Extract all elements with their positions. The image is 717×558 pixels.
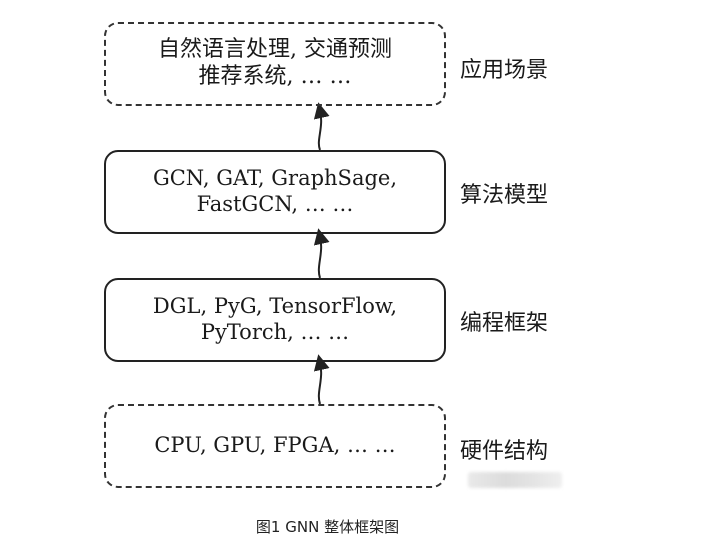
algorithm-line-2: FastGCN, … … [196, 192, 354, 216]
application-layer-label: 应用场景 [460, 58, 549, 83]
algorithm-line-1: GCN, GAT, GraphSage, [152, 166, 398, 191]
framework-layer-label: 编程框架 [460, 311, 549, 336]
algorithm-layer-box: GCN, GAT, GraphSage, FastGCN, … … [104, 150, 446, 234]
watermark-blur [468, 472, 562, 488]
hardware-line-1: CPU, GPU, FPGA, … … [154, 433, 396, 458]
framework-line-1: DGL, PyG, TensorFlow, [152, 294, 398, 319]
arrow-fw-to-algo [313, 228, 330, 279]
framework-line-2: PyTorch, … … [200, 320, 350, 344]
hardware-layer-box: CPU, GPU, FPGA, … … [104, 404, 446, 488]
arrow-algo-to-app [313, 102, 330, 151]
hardware-layer-label: 硬件结构 [460, 439, 549, 464]
framework-layer-box: DGL, PyG, TensorFlow, PyTorch, … … [104, 278, 446, 362]
arrow-hw-to-fw [313, 354, 330, 405]
application-layer-box: 自然语言处理, 交通预测 推荐系统, … … [104, 22, 446, 106]
figure-caption: 图1 GNN 整体框架图 [255, 518, 400, 536]
application-line-1: 自然语言处理, 交通预测 [158, 37, 392, 63]
application-line-2: 推荐系统, … … [198, 64, 352, 89]
algorithm-layer-label: 算法模型 [460, 183, 549, 208]
